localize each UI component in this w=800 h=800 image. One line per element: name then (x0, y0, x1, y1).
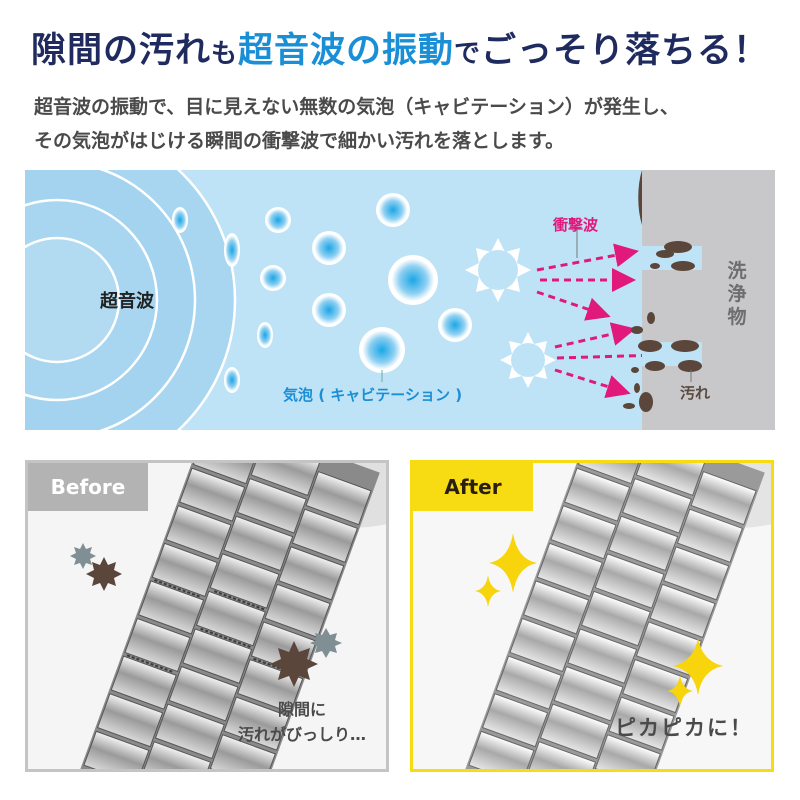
intro-line2: その気泡がはじける瞬間の衝撃波で細かい汚れを落とします。 (34, 130, 565, 152)
after-panel: After ピカピカに！ (410, 460, 774, 772)
after-tag: After (413, 463, 533, 511)
bubbles-icon (172, 193, 472, 393)
burst-star-icon (465, 238, 556, 388)
before-panel: Before 隙間に 汚れがびっしり… (25, 460, 389, 772)
before-caption-line2: 汚れがびっしり… (237, 725, 366, 744)
intro-line1: 超音波の振動で、目に見えない無数の気泡（キャビテーション）が発生し、 (34, 96, 679, 118)
diagram-illustration (25, 170, 775, 430)
bubble-label: 気泡 ( キャビテーション ) (283, 386, 463, 404)
sparkle-icon (475, 533, 723, 707)
dirty-watch-band-image (28, 463, 386, 769)
before-caption-line1: 隙間に (277, 700, 326, 719)
dirt-burst-icon (70, 543, 342, 687)
shockwave-label: 衝撃波 (553, 216, 599, 234)
ultrasonic-waves-icon (25, 170, 237, 430)
headline-part2: も (210, 39, 238, 69)
shockwave-arrows (536, 243, 701, 399)
ultrasonic-label: 超音波 (100, 291, 154, 312)
headline-part1: 隙間の汚れ (30, 31, 211, 71)
after-caption: ピカピカに！ (615, 716, 753, 740)
dirt-particles-icon (623, 170, 702, 412)
before-tag: Before (28, 463, 148, 511)
clean-watch-band-image (413, 463, 771, 769)
intro-text: 超音波の振動で、目に見えない無数の気泡（キャビテーション）が発生し、 その気泡が… (34, 90, 774, 158)
cavitation-diagram: 超音波 気泡 ( キャビテーション ) 衝撃波 汚れ 洗浄物 (25, 170, 775, 430)
headline: 隙間の汚れも超音波の振動でごっそり落ちる！ (0, 22, 800, 73)
headline-part3: 超音波の振動 (237, 31, 454, 71)
washed-object-label: 洗浄物 (727, 260, 747, 328)
headline-part4: で (454, 39, 482, 69)
headline-part5: ごっそり落ちる！ (481, 31, 770, 71)
before-caption: 隙間に 汚れがびっしり… (238, 697, 366, 747)
dirt-label: 汚れ (680, 384, 711, 402)
